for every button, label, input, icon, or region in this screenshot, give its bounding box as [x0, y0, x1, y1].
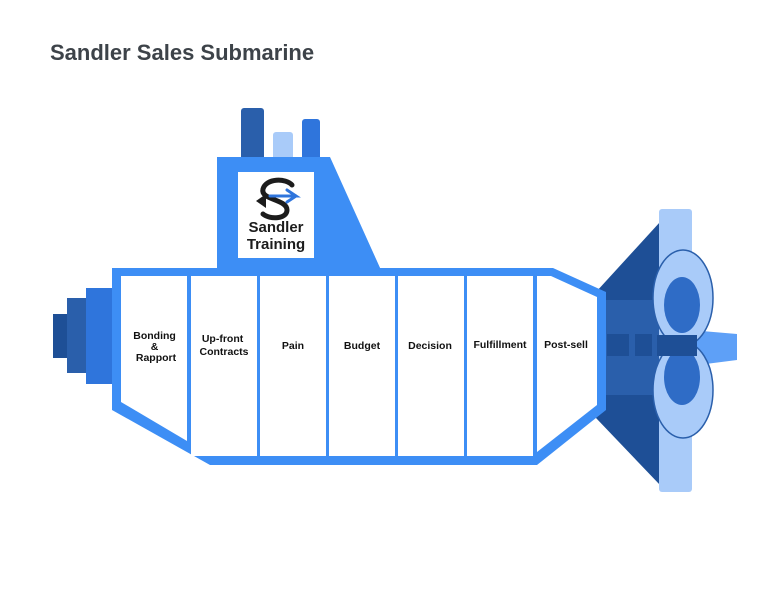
propeller-blade-upper [652, 249, 714, 347]
compartment-4 [329, 276, 395, 456]
nose-block-outer [53, 314, 70, 358]
compartment-3 [260, 276, 326, 456]
logo-box [238, 172, 314, 258]
page-title: Sandler Sales Submarine [50, 40, 315, 65]
compartment-1 [121, 276, 187, 441]
nose-block-middle [67, 298, 89, 373]
shaft-block-1 [607, 334, 629, 356]
periscope-pipe-dark [241, 108, 264, 164]
stage-label-decision: Decision [408, 340, 452, 352]
shaft-block-2 [635, 334, 652, 356]
stage-label-budget: Budget [344, 340, 381, 352]
propeller-hub [657, 335, 697, 356]
logo-text-sandler: Sandler [248, 219, 303, 236]
stage-label-pain: Pain [282, 340, 304, 352]
stage-labels: Bonding & Rapport Up-front Contracts Pai… [133, 330, 588, 364]
compartment-7 [537, 276, 597, 452]
propeller-blade-lower [652, 341, 714, 439]
stage-label-fulfillment: Fulfillment [473, 339, 527, 351]
sandler-s-arrows-icon [256, 177, 301, 221]
compartment-6 [467, 276, 533, 456]
periscope-pipe-mid [302, 119, 320, 164]
periscope-pipe-light [273, 132, 293, 164]
stage-label-post-sell: Post-sell [544, 339, 588, 351]
stage-label-upfront-contracts: Up-front Contracts [199, 333, 248, 358]
stage-label-bonding-rapport: Bonding & Rapport [133, 330, 179, 364]
compartments [121, 276, 597, 456]
compartment-2 [191, 276, 257, 456]
logo-text-training: Training [247, 236, 305, 253]
compartment-5 [398, 276, 464, 456]
